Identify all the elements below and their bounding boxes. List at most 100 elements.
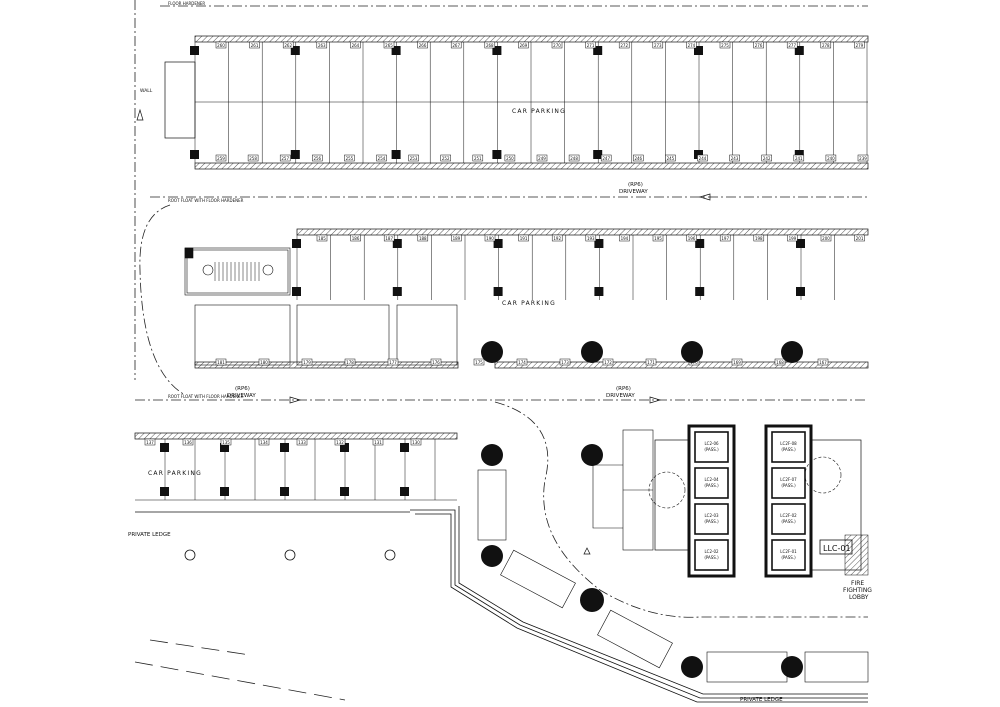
llc-tag: LLC-01 xyxy=(823,544,851,553)
bay-number: 262 xyxy=(284,43,292,48)
column-square xyxy=(190,150,199,159)
bay-tag-box xyxy=(410,438,422,446)
bay-tag-box xyxy=(551,41,563,49)
low-note: ROOT FLOAT WITH FLOOR HARDENER xyxy=(168,394,244,399)
bay-tag-box xyxy=(787,234,798,242)
bay-number: 194 xyxy=(621,236,629,241)
bay-number: 131 xyxy=(374,440,382,445)
column-square xyxy=(290,150,300,159)
lift-type: (PASS.) xyxy=(781,447,796,452)
lift-code: LC2F-01 xyxy=(780,549,797,554)
bay-tag-box xyxy=(383,41,395,49)
bay-tag-box xyxy=(518,41,529,49)
bay-number: 277 xyxy=(788,43,796,48)
bay-number: 200 xyxy=(822,236,830,241)
parking-block-row1 xyxy=(164,35,869,170)
bay-number: 181 xyxy=(217,360,225,365)
bay-tag-box xyxy=(518,234,529,242)
staircase xyxy=(184,247,291,296)
bay-tag-box xyxy=(857,154,869,162)
bay-number: 180 xyxy=(260,360,268,365)
column-square xyxy=(340,487,349,496)
bay-number: 260 xyxy=(217,43,225,48)
driveway-label-2: DRIVEWAY xyxy=(227,393,256,399)
bay-number: 199 xyxy=(789,236,797,241)
bay-tag-box xyxy=(686,41,697,49)
bay-number: 253 xyxy=(410,156,418,161)
bay-tag-box xyxy=(472,154,484,162)
direction-arrows xyxy=(136,108,711,555)
bay-tag-box xyxy=(282,41,294,49)
bay-number: 250 xyxy=(506,156,514,161)
column-square xyxy=(340,443,349,452)
column-square xyxy=(794,150,804,159)
bay-tag-box xyxy=(344,154,355,162)
bay-number: 193 xyxy=(587,236,595,241)
bay-number: 137 xyxy=(146,440,154,445)
bay-number: 247 xyxy=(602,156,610,161)
bay-number: 179 xyxy=(303,360,311,365)
bay-number: 269 xyxy=(520,43,528,48)
column-square xyxy=(160,487,169,496)
bay-number: 243 xyxy=(731,156,739,161)
bay-tag-box xyxy=(729,154,740,162)
bay-number: 278 xyxy=(822,43,830,48)
column-square xyxy=(400,443,409,452)
column-square xyxy=(280,443,289,452)
bay-tag-box xyxy=(258,438,270,446)
column-square xyxy=(796,287,805,296)
bay-tag-box xyxy=(761,154,772,162)
bay-number: 188 xyxy=(419,236,427,241)
column-square xyxy=(400,487,409,496)
bay-tag-box xyxy=(296,438,308,446)
bay-tag-box xyxy=(600,154,612,162)
structural-columns xyxy=(481,341,803,678)
bay-number: 241 xyxy=(795,156,803,161)
bay-tag-box xyxy=(559,358,571,366)
bay-number: 195 xyxy=(654,236,662,241)
bay-tag-box xyxy=(430,358,442,366)
bay-number: 274 xyxy=(688,43,696,48)
lift-type: (PASS.) xyxy=(781,483,796,488)
bay-tag-box xyxy=(372,438,384,446)
bay-tag-box xyxy=(618,41,630,49)
lift-car xyxy=(694,467,729,499)
bay-tag-box xyxy=(247,154,259,162)
bay-number: 174 xyxy=(518,360,526,365)
bay-tag-box xyxy=(316,234,328,242)
column-square xyxy=(493,239,503,248)
column-square xyxy=(160,443,169,452)
bay-tag-box xyxy=(350,41,361,49)
column-square xyxy=(292,287,301,296)
private-ledge-label-2: PRIVATE LEDGE xyxy=(740,697,783,703)
bay-tag-box xyxy=(451,234,462,242)
bay-tag-box xyxy=(440,154,451,162)
bay-tag-box xyxy=(551,234,563,242)
bay-number: 270 xyxy=(553,43,561,48)
bay-tag-box xyxy=(719,234,731,242)
lift-car xyxy=(771,503,806,535)
bay-number: 133 xyxy=(298,440,306,445)
lift-code: LC2F-08 xyxy=(780,441,797,446)
bay-tag-box xyxy=(215,358,227,366)
bay-tag-box xyxy=(220,438,232,446)
bay-tag-box xyxy=(585,234,597,242)
bay-number: 172 xyxy=(604,360,612,365)
bay-number: 268 xyxy=(486,43,494,48)
bay-number: 261 xyxy=(251,43,259,48)
row3-stall-lines xyxy=(160,439,436,500)
bay-tag-box xyxy=(516,358,528,366)
column-square xyxy=(392,239,402,248)
column-square xyxy=(694,46,703,55)
column-square xyxy=(593,46,603,55)
lift-cars-right: LC2F-08(PASS.)LC2F-07(PASS.)LC2F-02(PASS… xyxy=(771,431,806,571)
column-square xyxy=(190,46,199,55)
lift-type: (PASS.) xyxy=(704,447,719,452)
fire-lobby-line-3: LOBBY xyxy=(849,594,869,601)
lift-core-right xyxy=(764,424,869,578)
bay-tag-box xyxy=(854,234,865,242)
driveway-label-3: DRIVEWAY xyxy=(606,393,635,399)
bay-tag-box xyxy=(387,358,399,366)
bay-tag-box xyxy=(697,154,708,162)
bay-number: 265 xyxy=(385,43,393,48)
